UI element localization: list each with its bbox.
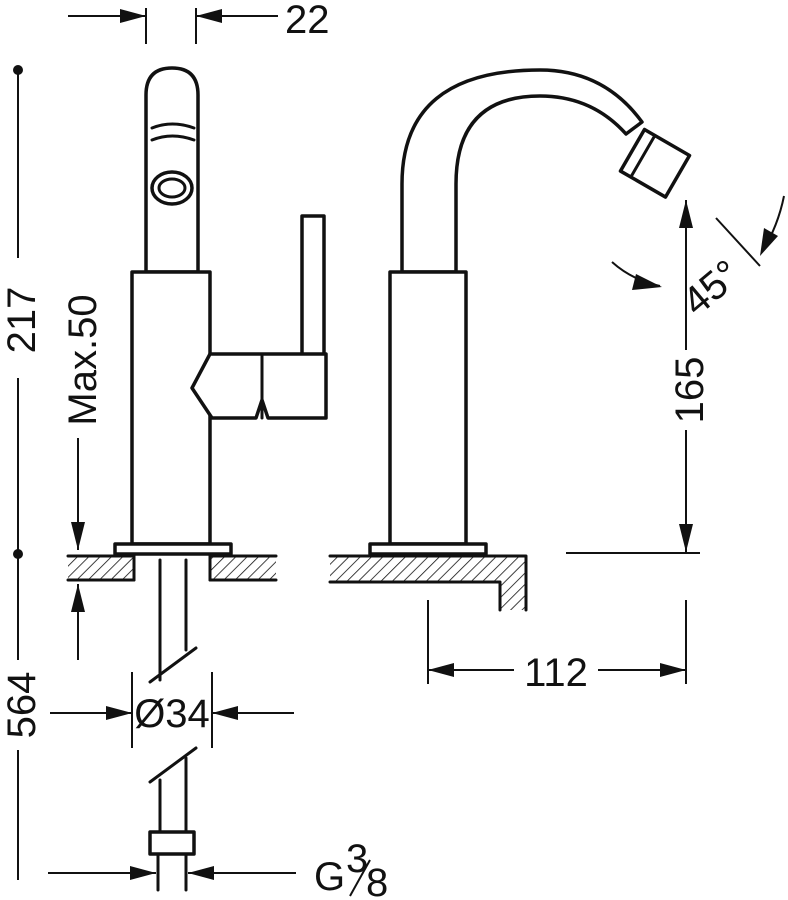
label-connection-base: G: [314, 855, 345, 899]
label-connection-den: 8: [366, 861, 388, 900]
label-spout-height: 165: [668, 357, 712, 424]
label-hose-length: 564: [0, 672, 44, 739]
dim-top-width: 22: [68, 0, 330, 44]
dim-spout-height: 165: [566, 200, 712, 554]
dim-hose-length: 564: [0, 554, 44, 880]
dim-diameter: Ø34: [50, 672, 294, 748]
dim-spray-angle: 45°: [611, 195, 785, 324]
faucet-side-view: [113, 66, 328, 556]
label-total-height: 217: [0, 287, 44, 354]
faucet-front-view: [368, 68, 692, 556]
deck-right: [328, 554, 528, 612]
label-connection-num: 3: [346, 837, 368, 881]
deck-left: [66, 554, 278, 582]
dim-reach: 112: [427, 600, 687, 695]
label-max-deck: Max.50: [61, 294, 105, 425]
label-reach: 112: [524, 651, 588, 695]
supply-hose: [148, 558, 198, 892]
dim-total-height: 217: [0, 65, 44, 559]
dim-max-deck: Max.50: [61, 294, 105, 660]
label-top-width: 22: [285, 0, 330, 42]
label-diameter: Ø34: [134, 692, 210, 736]
dim-connection: G 3 8: [48, 837, 388, 900]
